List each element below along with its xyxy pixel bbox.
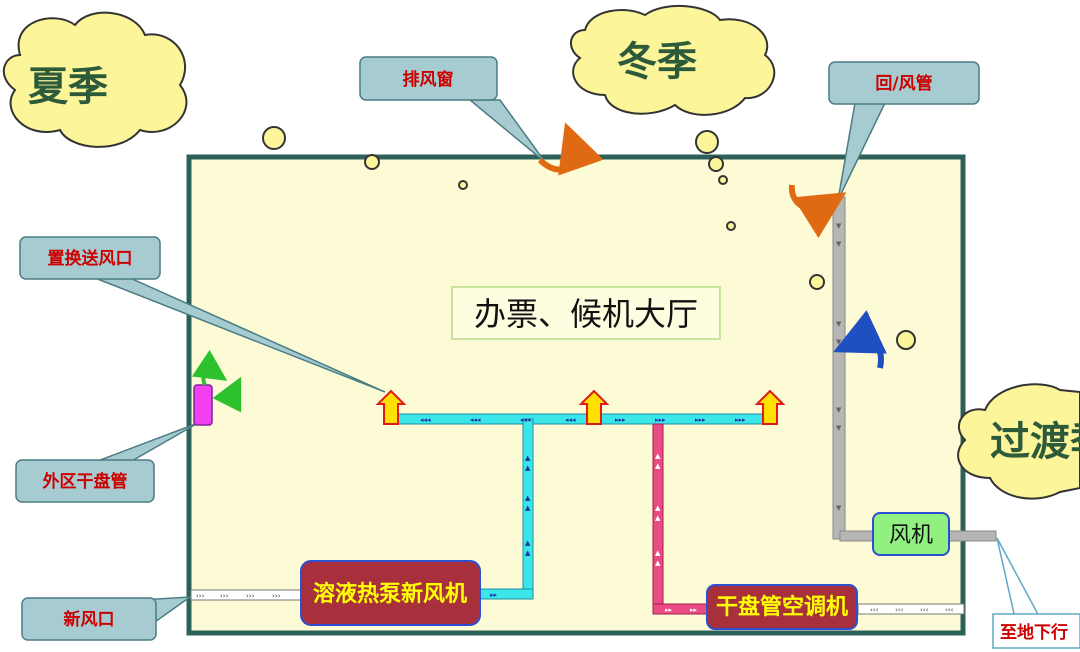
heat-pump-label: 溶液热泵新风机 — [313, 581, 467, 607]
svg-text:‹‹‹: ‹‹‹ — [920, 606, 929, 614]
outlet-arrow-3 — [754, 389, 786, 425]
fan-label: 风机 — [889, 523, 933, 548]
svg-text:‹‹‹: ‹‹‹ — [895, 606, 904, 614]
svg-text:▲: ▲ — [655, 504, 661, 512]
to-underground-label: 至地下行 — [1000, 622, 1068, 643]
svg-text:▲: ▲ — [525, 454, 531, 462]
svg-text:▼: ▼ — [836, 424, 842, 432]
svg-text:◂◂◂: ◂◂◂ — [520, 416, 531, 424]
svg-text:▼: ▼ — [836, 222, 842, 230]
svg-text:›››: ››› — [246, 592, 255, 600]
return-flow-arrow — [788, 184, 847, 239]
return-duct-vertical: ▼ ▼ ▼ ▼ ▼ ▼ ▼ — [832, 196, 846, 540]
fresh-air-inlet-label: 新风口 — [64, 609, 115, 630]
svg-text:◂◂◂: ◂◂◂ — [470, 416, 481, 424]
summer-label: 夏季 — [28, 63, 108, 110]
callout-displacement-outlet: 置换送风口 — [19, 236, 386, 393]
svg-text:▲: ▲ — [655, 452, 661, 460]
svg-text:◂◂◂: ◂◂◂ — [420, 416, 431, 424]
callout-return-duct: 回/风管 — [828, 61, 980, 201]
exhaust-flow-arrow — [537, 122, 604, 176]
svg-text:▼: ▼ — [836, 406, 842, 414]
svg-text:▼: ▼ — [836, 240, 842, 248]
svg-text:▲: ▲ — [525, 539, 531, 547]
svg-text:▸▸: ▸▸ — [665, 606, 673, 614]
summer-cloud: 夏季 — [2, 11, 188, 148]
callout-to-underground: 至地下行 — [992, 537, 1080, 649]
svg-text:▸▸: ▸▸ — [690, 606, 698, 614]
fresh-air-duct: ››› ››› ››› ››› — [190, 589, 302, 601]
indoor-return-arrow — [833, 310, 887, 369]
svg-text:▲: ▲ — [525, 549, 531, 557]
svg-text:▲: ▲ — [525, 494, 531, 502]
svg-text:›››: ››› — [220, 592, 229, 600]
thought-bubbles — [262, 126, 916, 350]
return-duct-label: 回/风管 — [875, 73, 932, 94]
callout-outer-dry-coil: 外区干盘管 — [15, 422, 199, 503]
transition-label: 过渡季 — [990, 418, 1080, 465]
displacement-outlet-label: 置换送风口 — [48, 248, 133, 269]
callout-exhaust-window: 排风窗 — [359, 56, 546, 163]
displacement-outlets — [375, 389, 786, 425]
svg-text:‹‹‹: ‹‹‹ — [870, 606, 879, 614]
heat-pump-fresh-air-unit: 溶液热泵新风机 — [300, 560, 481, 626]
dry-coil-ac-label: 干盘管空调机 — [716, 594, 848, 620]
svg-text:▸▸▸: ▸▸▸ — [695, 416, 706, 424]
exhaust-window-label: 排风窗 — [403, 69, 454, 90]
svg-text:▸▸▸: ▸▸▸ — [615, 416, 626, 424]
outlet-arrow-2 — [578, 389, 610, 425]
svg-text:▲: ▲ — [655, 559, 661, 567]
fan-unit: 风机 — [872, 512, 950, 556]
svg-text:▲: ▲ — [655, 514, 661, 522]
winter-cloud: 冬季 — [570, 4, 776, 116]
coil-duct: ▲ ▲ ▲ ▲ ▲ ▲ ▸▸ ▸▸ — [652, 423, 714, 615]
svg-text:▲: ▲ — [525, 464, 531, 472]
coil-return-duct: ‹‹‹ ‹‹‹ ‹‹‹ ‹‹‹ — [857, 603, 965, 615]
svg-text:▲: ▲ — [655, 549, 661, 557]
dry-coil-ac-unit: 干盘管空调机 — [706, 584, 858, 630]
svg-text:▼: ▼ — [836, 320, 842, 328]
svg-text:▸▸: ▸▸ — [490, 591, 498, 599]
svg-text:▼: ▼ — [836, 504, 842, 512]
callout-fresh-air-inlet: 新风口 — [21, 596, 193, 641]
svg-text:‹‹‹: ‹‹‹ — [945, 606, 954, 614]
outlet-arrow-1 — [375, 389, 407, 425]
svg-text:▲: ▲ — [655, 462, 661, 470]
hall-outline — [186, 154, 966, 636]
svg-text:▸▸▸: ▸▸▸ — [655, 416, 666, 424]
hall-title: 办票、候机大厅 — [474, 295, 698, 333]
svg-text:▼: ▼ — [836, 338, 842, 346]
winter-label: 冬季 — [617, 38, 697, 85]
svg-text:▸▸▸: ▸▸▸ — [735, 416, 746, 424]
outer-dry-coil-label: 外区干盘管 — [43, 471, 128, 492]
svg-text:▲: ▲ — [525, 504, 531, 512]
transition-cloud: 过渡季 — [957, 383, 1080, 500]
svg-text:›››: ››› — [196, 592, 205, 600]
svg-text:◂◂◂: ◂◂◂ — [565, 416, 576, 424]
hall-title-box: 办票、候机大厅 — [451, 286, 721, 340]
svg-text:›››: ››› — [272, 592, 281, 600]
outer-dry-coil-unit — [191, 349, 242, 426]
